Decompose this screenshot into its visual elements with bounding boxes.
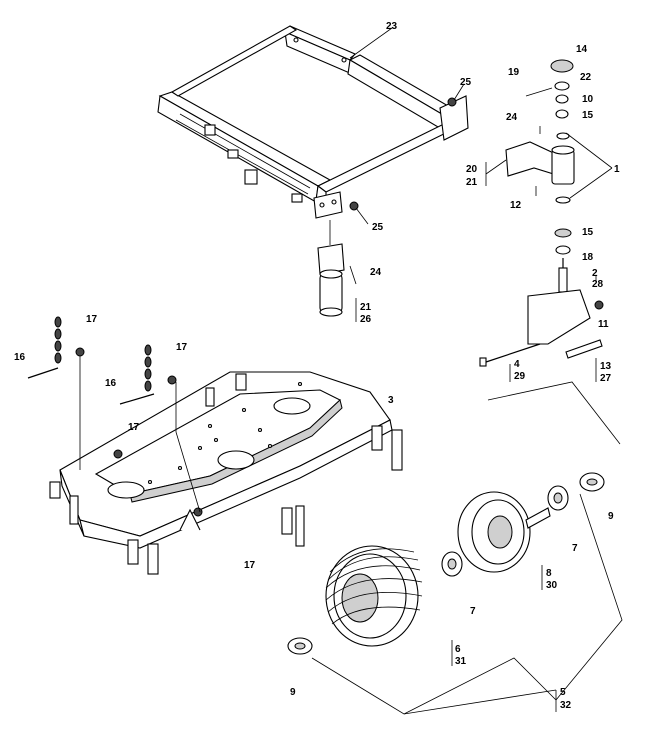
- height-chains: [27, 316, 177, 405]
- callout-17-b: 17: [176, 342, 188, 353]
- callout-14: 14: [576, 44, 588, 55]
- callout-19: 19: [508, 67, 520, 78]
- callout-3: 3: [388, 395, 394, 406]
- callout-22: 22: [580, 72, 592, 83]
- callout-21-lower: 21: [360, 302, 372, 313]
- callout-16-b: 16: [105, 378, 117, 389]
- tire-and-wheel: [287, 472, 605, 655]
- callout-25-lower: 25: [372, 222, 384, 233]
- callout-labels: 23 14 19 22 10 15 25 24 1 20 21 12 25 15…: [14, 21, 620, 711]
- callout-16-a: 16: [14, 352, 26, 363]
- upper-frame-assembly: [157, 25, 469, 219]
- callout-27: 27: [600, 373, 612, 384]
- callout-15-lower: 15: [582, 227, 594, 238]
- callout-23: 23: [386, 21, 398, 32]
- callout-12: 12: [510, 200, 522, 211]
- callout-20: 20: [466, 164, 478, 175]
- callout-10: 10: [582, 94, 594, 105]
- callout-2: 2: [592, 268, 598, 279]
- pivot-bushing-assembly: [317, 220, 357, 317]
- callout-6: 6: [455, 644, 461, 655]
- callout-4: 4: [514, 359, 520, 370]
- callout-5: 5: [560, 687, 566, 698]
- callout-29: 29: [514, 371, 526, 382]
- caster-pivot-stack: [479, 59, 604, 367]
- callout-26: 26: [360, 314, 372, 325]
- callout-leaders: [311, 27, 623, 715]
- callout-30: 30: [546, 580, 558, 591]
- callout-24-upper: 24: [506, 112, 518, 123]
- callout-21-upper: 21: [466, 177, 478, 188]
- callout-1: 1: [614, 164, 620, 175]
- callout-17-d: 17: [244, 560, 256, 571]
- callout-9-left: 9: [290, 687, 296, 698]
- callout-17-c: 17: [128, 422, 140, 433]
- callout-17-a: 17: [86, 314, 98, 325]
- callout-28: 28: [592, 279, 604, 290]
- callout-25-upper: 25: [460, 77, 472, 88]
- callout-15-upper: 15: [582, 110, 594, 121]
- callout-7-right: 7: [572, 543, 578, 554]
- callout-9-right: 9: [608, 511, 614, 522]
- callout-18: 18: [582, 252, 594, 263]
- callout-11: 11: [598, 319, 609, 330]
- callout-31: 31: [455, 656, 467, 667]
- callout-32: 32: [560, 700, 572, 711]
- callout-7-left: 7: [470, 606, 476, 617]
- callout-24-lower: 24: [370, 267, 382, 278]
- callout-13: 13: [600, 361, 612, 372]
- mower-deck: [49, 352, 403, 575]
- callout-8: 8: [546, 568, 552, 579]
